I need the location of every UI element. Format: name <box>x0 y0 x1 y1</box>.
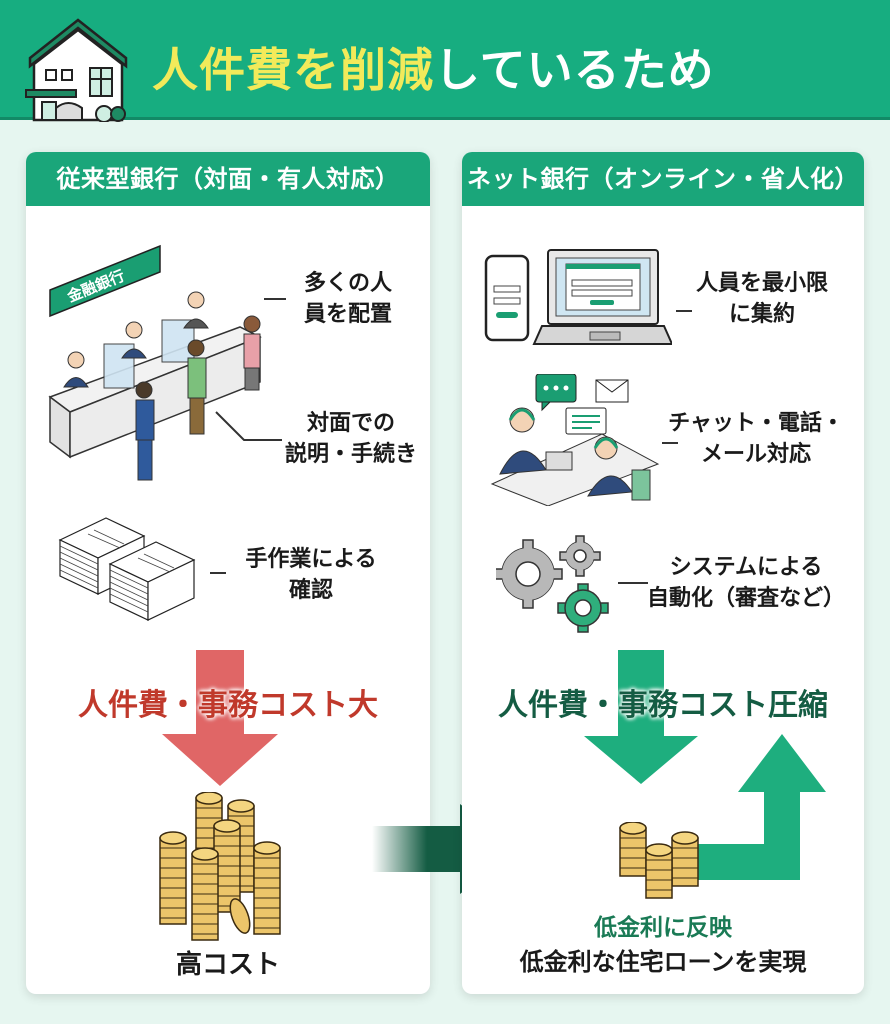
net-bank-panel: ネット銀行（オンライン・省人化） 人員を最小限 に集約 チャット・ <box>462 152 864 994</box>
page-title: 人件費を削減しているため <box>152 34 715 100</box>
high-cost-result: 高コスト <box>175 950 280 980</box>
title-highlight: 人件費を削減 <box>152 43 434 97</box>
label-line: 員を配置 <box>303 302 392 327</box>
label-line: 対面での <box>306 411 395 436</box>
call-center-icon <box>490 374 660 506</box>
label-face-to-face: 対面での 説明・手続き <box>276 408 426 470</box>
title-rest: しているため <box>434 43 715 97</box>
connector-line <box>676 310 692 312</box>
arrow-down-red-icon <box>162 650 278 786</box>
label-line: システムによる <box>669 555 823 580</box>
reflect-low-rate-label: 低金利に反映 <box>594 915 732 941</box>
arrow-down-green-icon <box>584 650 698 784</box>
label-line: 人員を最小限 <box>695 271 828 296</box>
house-icon <box>25 18 128 122</box>
label-line: に集約 <box>728 302 795 327</box>
connector-line <box>264 298 286 300</box>
low-rate-mortgage-result: 低金利な住宅ローンを実現 <box>519 948 807 976</box>
net-bank-heading: ネット銀行（オンライン・省人化） <box>462 152 864 206</box>
cost-reduced-label: 人件費・事務コスト圧縮 <box>498 688 828 723</box>
bank-counter-icon: 金融銀行 <box>48 244 262 481</box>
devices-icon <box>484 249 672 345</box>
connector-line <box>618 582 648 584</box>
traditional-bank-panel: 従来型銀行（対面・有人対応） 金融銀行 多くの人 員を配置 対面での 説明・手続… <box>26 152 430 994</box>
label-many-staff: 多くの人 員を配置 <box>288 268 408 330</box>
label-system-automation: システムによる 自動化（審査など） <box>646 552 846 614</box>
arrow-up-green-icon <box>698 734 826 880</box>
gears-icon <box>496 535 609 633</box>
connector-line <box>210 572 226 574</box>
traditional-bank-heading: 従来型銀行（対面・有人対応） <box>26 152 430 206</box>
label-line: 確認 <box>288 578 333 603</box>
connector-line <box>662 442 678 444</box>
label-line: チャット・電話・ <box>668 411 844 436</box>
paper-stack-icon <box>58 517 196 621</box>
label-manual-check: 手作業による 確認 <box>226 544 396 606</box>
label-line: 多くの人 <box>303 271 392 296</box>
label-chat-phone-mail: チャット・電話・ メール対応 <box>668 408 844 470</box>
coin-stacks-icon <box>159 792 281 941</box>
label-line: メール対応 <box>700 442 811 467</box>
label-line: 自動化（審査など） <box>646 586 845 611</box>
label-line: 手作業による <box>245 547 377 572</box>
coin-stacks-small-icon <box>619 822 699 899</box>
label-line: 説明・手続き <box>284 442 417 467</box>
high-cost-label: 人件費・事務コスト大 <box>78 688 378 723</box>
header-banner: 人件費を削減しているため <box>0 0 890 122</box>
connector-line <box>215 411 282 441</box>
label-minimal-staff: 人員を最小限 に集約 <box>682 268 842 330</box>
